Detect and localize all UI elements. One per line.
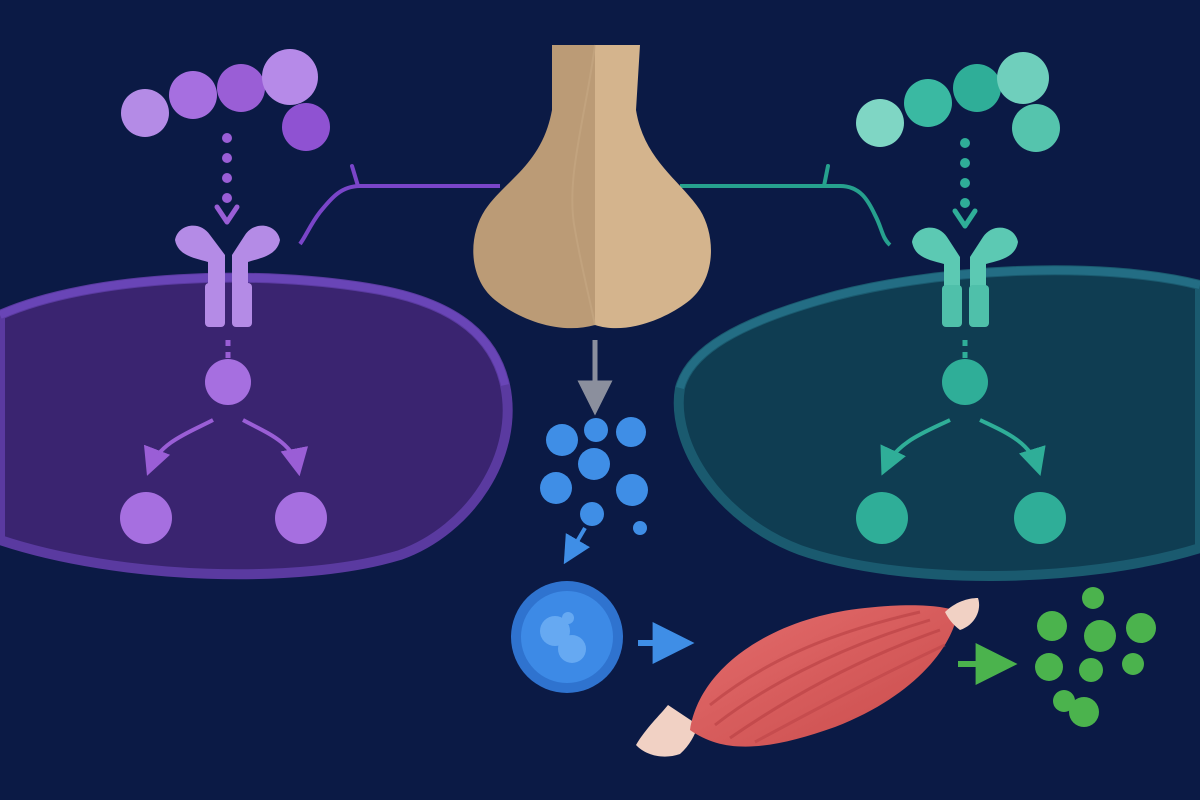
muscle-fiber (754, 643, 946, 744)
blue-particle (540, 472, 572, 504)
left-dot-arrowhead (214, 204, 240, 225)
gland-icon (473, 44, 711, 329)
green-particle (1035, 653, 1063, 681)
muscle-icon (636, 598, 980, 757)
blue-particle (546, 424, 578, 456)
left-dot (222, 173, 232, 183)
muscle-fiber (714, 618, 931, 727)
green-particle (1126, 613, 1156, 643)
right-branch-arrow (979, 418, 1046, 477)
muscle-fiber (709, 610, 921, 707)
left-chain-bead (169, 71, 217, 119)
right-dot (960, 178, 970, 188)
left-signal-node (205, 359, 251, 405)
left-dot (222, 153, 232, 163)
blue-particle (616, 417, 646, 447)
right-chain-bead (904, 79, 952, 127)
left-receptor-stalk (232, 283, 252, 327)
gland-cleft (571, 44, 596, 326)
cell-icon (511, 581, 623, 693)
muscle-tendon-right (945, 598, 980, 630)
left-output-node (275, 492, 327, 544)
blue-particle (616, 474, 648, 506)
left-chain-bead (262, 49, 318, 105)
blue-particle (584, 418, 608, 442)
right-receptor-stalk (969, 285, 989, 327)
left-receptor-arm (175, 225, 225, 290)
green-particle (1053, 690, 1075, 712)
muscle-belly (690, 605, 958, 747)
green-particle (1079, 658, 1103, 682)
blue-cell-nucleus (540, 616, 570, 646)
green-particle (1037, 611, 1067, 641)
blue-particle (580, 502, 604, 526)
right-receptor-icon (912, 227, 1018, 327)
right-connector-line (680, 184, 892, 247)
right-cell-membrane-top (676, 266, 1200, 390)
left-dot (222, 133, 232, 143)
left-chain-bead (282, 103, 330, 151)
muscle-fiber (729, 628, 941, 740)
gland-left-lobe (473, 45, 595, 329)
right-chain-bead (997, 52, 1049, 104)
left-connector-tick (350, 164, 360, 188)
blue-cell-nucleus (558, 635, 586, 663)
green-particle (1069, 697, 1099, 727)
green-particle (1084, 620, 1116, 652)
right-branch-arrow (880, 418, 951, 476)
blue-particle-cluster-icon (540, 417, 648, 535)
right-receptor-stalk (942, 285, 962, 327)
left-dotted-arrow (214, 133, 240, 225)
right-dot-arrowhead (952, 208, 978, 229)
right-receptor-arm (970, 227, 1018, 292)
left-connector-line (298, 184, 500, 246)
blue-arrow-to-cell (563, 526, 590, 565)
muscle-tendon-left (636, 705, 698, 757)
left-output-node (120, 492, 172, 544)
right-output-node (856, 492, 908, 544)
blue-particle (633, 521, 647, 535)
right-output-node (1014, 492, 1066, 544)
right-dot (960, 138, 970, 148)
blue-cell-nucleus (562, 612, 574, 624)
right-chain-bead (1012, 104, 1060, 152)
right-receptor-arm (912, 227, 960, 292)
right-signal-node (942, 359, 988, 405)
right-chain-bead (856, 99, 904, 147)
right-chain-bead (953, 64, 1001, 112)
left-receptor-icon (175, 225, 280, 327)
blue-particle (578, 448, 610, 480)
left-chain-bead (217, 64, 265, 112)
left-dot (222, 193, 232, 203)
left-receptor-stalk (205, 283, 225, 327)
left-molecule-chain-icon (121, 49, 330, 151)
green-particle (1122, 653, 1144, 675)
right-dot (960, 198, 970, 208)
right-dotted-arrow (952, 138, 978, 229)
left-receptor-arm (232, 225, 280, 290)
right-molecule-chain-icon (856, 52, 1060, 152)
gland-right-lobe (595, 45, 711, 329)
left-branch-arrow (143, 418, 214, 476)
left-branch-arrow (242, 418, 309, 477)
green-particle-cluster-icon (1035, 587, 1156, 727)
left-chain-bead (121, 89, 169, 137)
right-connector-tick (822, 164, 830, 188)
right-dot (960, 158, 970, 168)
green-particle (1082, 587, 1104, 609)
left-cell-membrane-top (0, 273, 509, 386)
